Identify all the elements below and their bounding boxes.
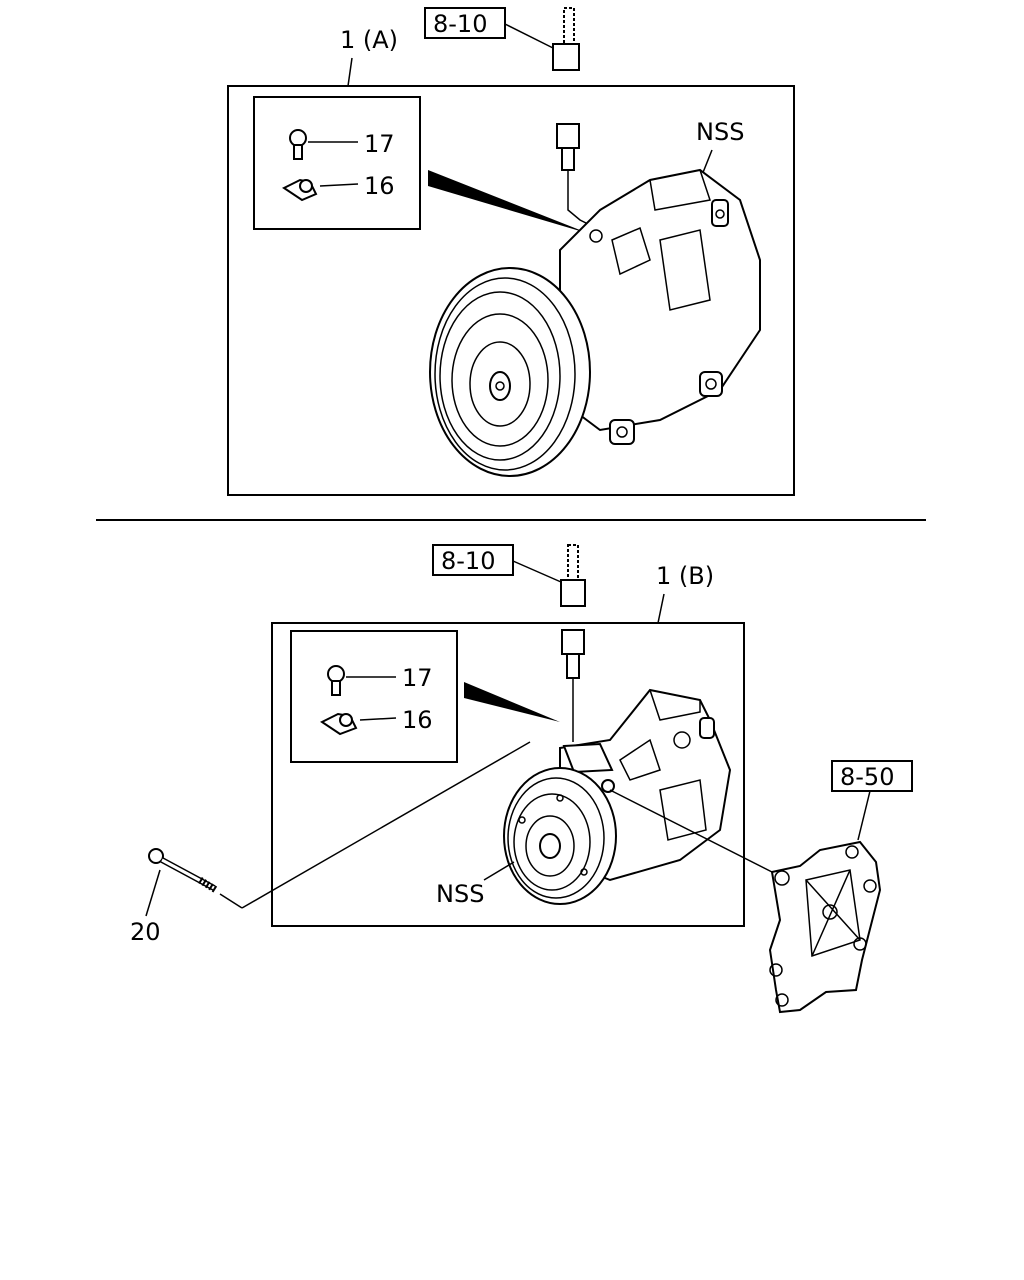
clip-callout-b: 16 [402, 706, 433, 734]
ref-box-8-10-a[interactable]: 8-10 [424, 7, 506, 39]
view-a: 1 (A) 8-10 17 16 NSS [227, 7, 795, 496]
bolt-callout-a: 17 [364, 130, 395, 158]
nss-label-a: NSS [696, 118, 744, 146]
nss-label-b: NSS [436, 880, 484, 908]
assembly-label-a: 1 (A) [340, 26, 398, 54]
bolt-icon-b [327, 665, 345, 696]
inset-box-a [253, 96, 421, 230]
compressor-b [503, 629, 732, 905]
ref-box-8-50[interactable]: 8-50 [831, 760, 913, 792]
long-bolt-callout: 20 [130, 918, 161, 946]
connector-plug-icon-a [552, 7, 580, 71]
clip-icon-a [282, 178, 318, 202]
bolt-icon-a [289, 129, 307, 160]
connector-plug-icon-b [560, 544, 586, 607]
mounting-bracket-icon [768, 840, 882, 1014]
assembly-label-b: 1 (B) [656, 562, 714, 590]
bolt-callout-b: 17 [402, 664, 433, 692]
view-a-frame [227, 85, 795, 496]
clip-callout-a: 16 [364, 172, 395, 200]
view-b-frame [271, 622, 745, 927]
inset-box-b [290, 630, 458, 763]
svg-text:8-10: 8-10 [433, 10, 487, 38]
pointer-wedge-a [428, 170, 590, 234]
pointer-wedge-b [464, 682, 560, 722]
view-b: 1 (B) 8-10 17 16 [130, 544, 913, 1014]
long-bolt-icon [148, 848, 218, 893]
ref-box-8-10-b[interactable]: 8-10 [432, 544, 514, 576]
compressor-a [429, 123, 761, 477]
svg-text:8-50: 8-50 [840, 763, 894, 791]
svg-text:8-10: 8-10 [441, 547, 495, 575]
clip-icon-b [320, 712, 358, 736]
